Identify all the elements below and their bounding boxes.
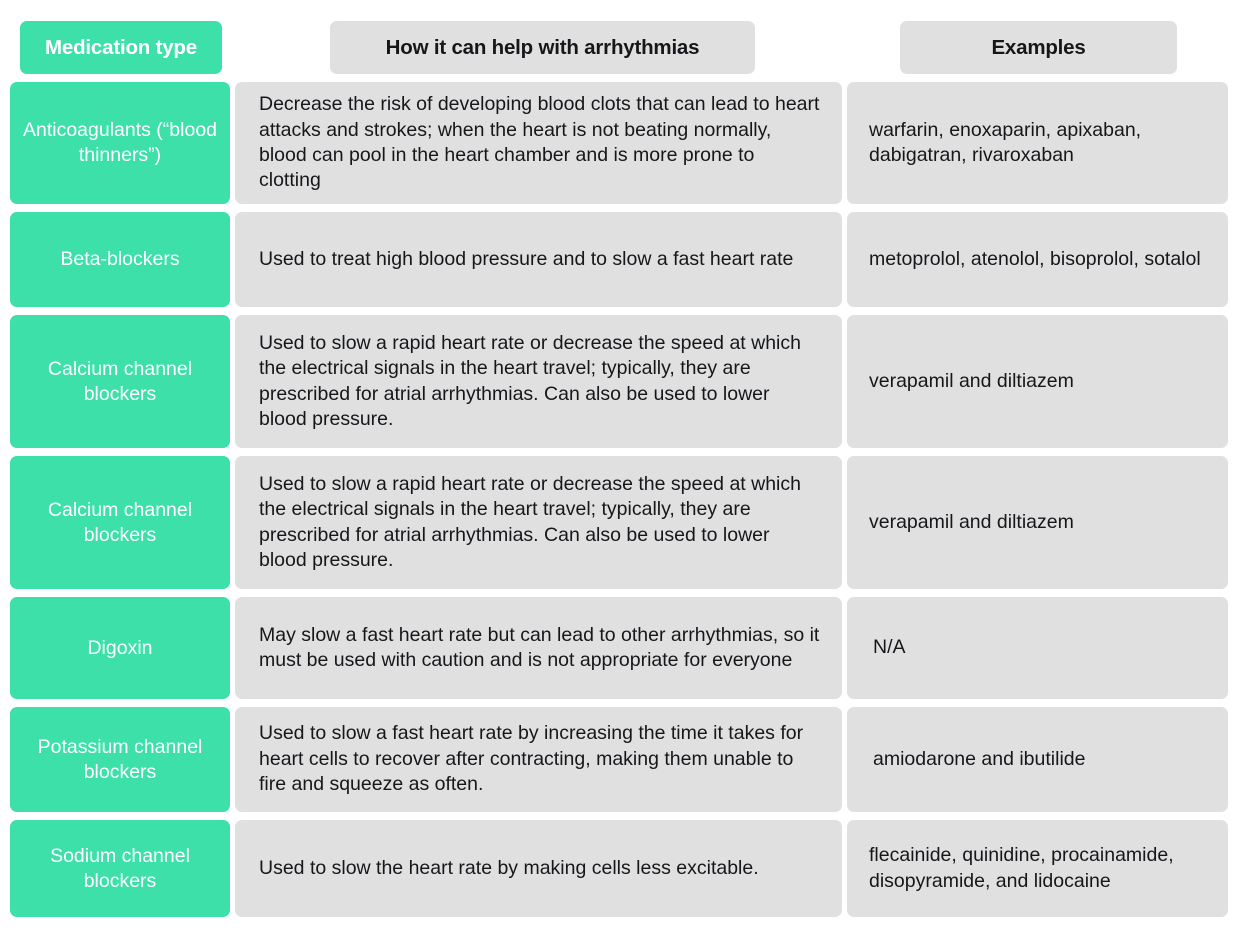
cell-description: Decrease the risk of developing blood cl… [235, 82, 842, 204]
cell-description: Used to slow the heart rate by making ce… [235, 820, 842, 917]
cell-medication-type: Beta-blockers [10, 212, 230, 307]
cell-description: Used to slow a rapid heart rate or decre… [235, 315, 842, 448]
cell-examples: N/A [847, 597, 1228, 699]
cell-medication-type: Potassium channel blockers [10, 707, 230, 812]
cell-description: Used to slow a rapid heart rate or decre… [235, 456, 842, 589]
table-body: Anticoagulants (“blood thinners”) Decrea… [0, 82, 1251, 917]
cell-examples: flecainide, quinidine, procainamide, dis… [847, 820, 1228, 917]
table-header-row: Medication type How it can help with arr… [0, 0, 1251, 74]
cell-description: May slow a fast heart rate but can lead … [235, 597, 842, 699]
column-header-medication-type: Medication type [20, 21, 222, 74]
cell-medication-type: Calcium channel blockers [10, 456, 230, 589]
table-row: Anticoagulants (“blood thinners”) Decrea… [0, 82, 1251, 204]
table-row: Digoxin May slow a fast heart rate but c… [0, 597, 1251, 699]
table-row: Calcium channel blockers Used to slow a … [0, 315, 1251, 448]
column-header-how-it-helps: How it can help with arrhythmias [330, 21, 755, 74]
table-row: Beta-blockers Used to treat high blood p… [0, 212, 1251, 307]
cell-medication-type: Anticoagulants (“blood thinners”) [10, 82, 230, 204]
cell-medication-type: Digoxin [10, 597, 230, 699]
table-row: Potassium channel blockers Used to slow … [0, 707, 1251, 812]
cell-description: Used to treat high blood pressure and to… [235, 212, 842, 307]
table-row: Sodium channel blockers Used to slow the… [0, 820, 1251, 917]
cell-description: Used to slow a fast heart rate by increa… [235, 707, 842, 812]
cell-examples: verapamil and diltiazem [847, 456, 1228, 589]
cell-examples: metoprolol, atenolol, bisoprolol, sotalo… [847, 212, 1228, 307]
cell-examples: verapamil and diltiazem [847, 315, 1228, 448]
table-row: Calcium channel blockers Used to slow a … [0, 456, 1251, 589]
cell-examples: amiodarone and ibutilide [847, 707, 1228, 812]
column-header-examples: Examples [900, 21, 1177, 74]
cell-medication-type: Calcium channel blockers [10, 315, 230, 448]
cell-examples: warfarin, enoxaparin, apixaban, dabigatr… [847, 82, 1228, 204]
cell-medication-type: Sodium channel blockers [10, 820, 230, 917]
